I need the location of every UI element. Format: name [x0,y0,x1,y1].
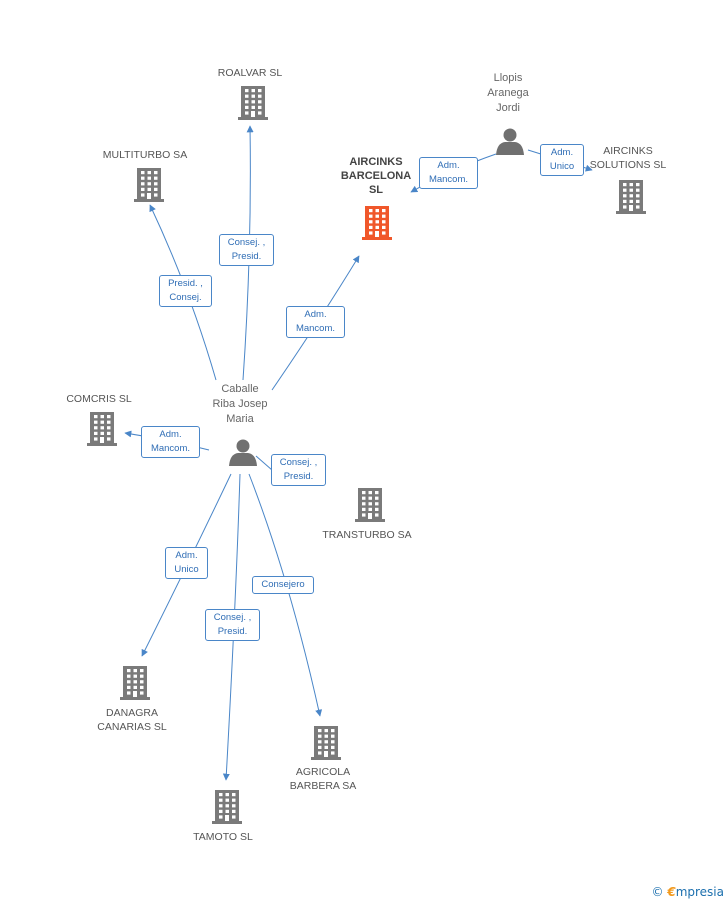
empresia-logo-e: € [667,885,676,899]
node-label-tamoto[interactable]: TAMOTO SL [193,831,253,843]
edge-line-agricola [248,473,323,717]
building-icon-comcris[interactable] [87,412,117,446]
copyright-symbol: © [651,885,664,899]
building-icon-tamoto[interactable] [212,790,242,824]
edge-label-aircinks-solutions: Adm. Unico [540,144,584,176]
node-label-llopis[interactable]: Llopis Aranega Jordi [487,72,529,114]
edge-label-agricola: Consejero [252,576,314,594]
node-label-transturbo[interactable]: TRANSTURBO SA [322,529,412,541]
person-icon-caballe [229,439,257,466]
building-icon-agricola[interactable] [311,726,341,760]
node-label-aircinks-barcelona[interactable]: AIRCINKS BARCELONA SL [340,156,412,196]
edge-label-danagra: Adm. Unico [165,547,208,579]
node-label-roalvar[interactable]: ROALVAR SL [217,67,283,79]
building-icon-aircinks-barcelona[interactable] [362,206,392,240]
building-icon-multiturbo[interactable] [134,168,164,202]
edge-label-aircinks-bcn-llopis: Adm. Mancom. [419,157,478,189]
node-label-danagra[interactable]: DANAGRA CANARIAS SL [97,707,167,733]
edge-label-tamoto: Consej. , Presid. [205,609,260,641]
node-label-aircinks-solutions[interactable]: AIRCINKS SOLUTIONS SL [589,145,667,171]
node-label-caballe[interactable]: Caballe Riba Josep Maria [212,383,268,425]
person-icon-llopis [496,128,524,155]
building-icon-transturbo[interactable] [355,488,385,522]
building-icon-danagra[interactable] [120,666,150,700]
node-label-comcris[interactable]: COMCRIS SL [66,393,132,405]
node-label-multiturbo[interactable]: MULTITURBO SA [102,149,188,161]
edge-label-comcris: Adm. Mancom. [141,426,200,458]
edge-line-transturbo [255,455,273,471]
edge-label-transturbo: Consej. , Presid. [271,454,326,486]
node-label-agricola[interactable]: AGRICOLA BARBERA SA [289,766,357,792]
building-icon-roalvar[interactable] [238,86,268,120]
edge-label-roalvar: Consej. , Presid. [219,234,274,266]
building-icon-aircinks-solutions[interactable] [616,180,646,214]
edge-label-multiturbo: Presid. , Consej. [159,275,212,307]
edge-label-aircinks-bcn-caballe: Adm. Mancom. [286,306,345,338]
empresia-brand-text: mpresia [675,885,724,899]
empresia-brand[interactable]: © €mpresia [652,885,725,899]
